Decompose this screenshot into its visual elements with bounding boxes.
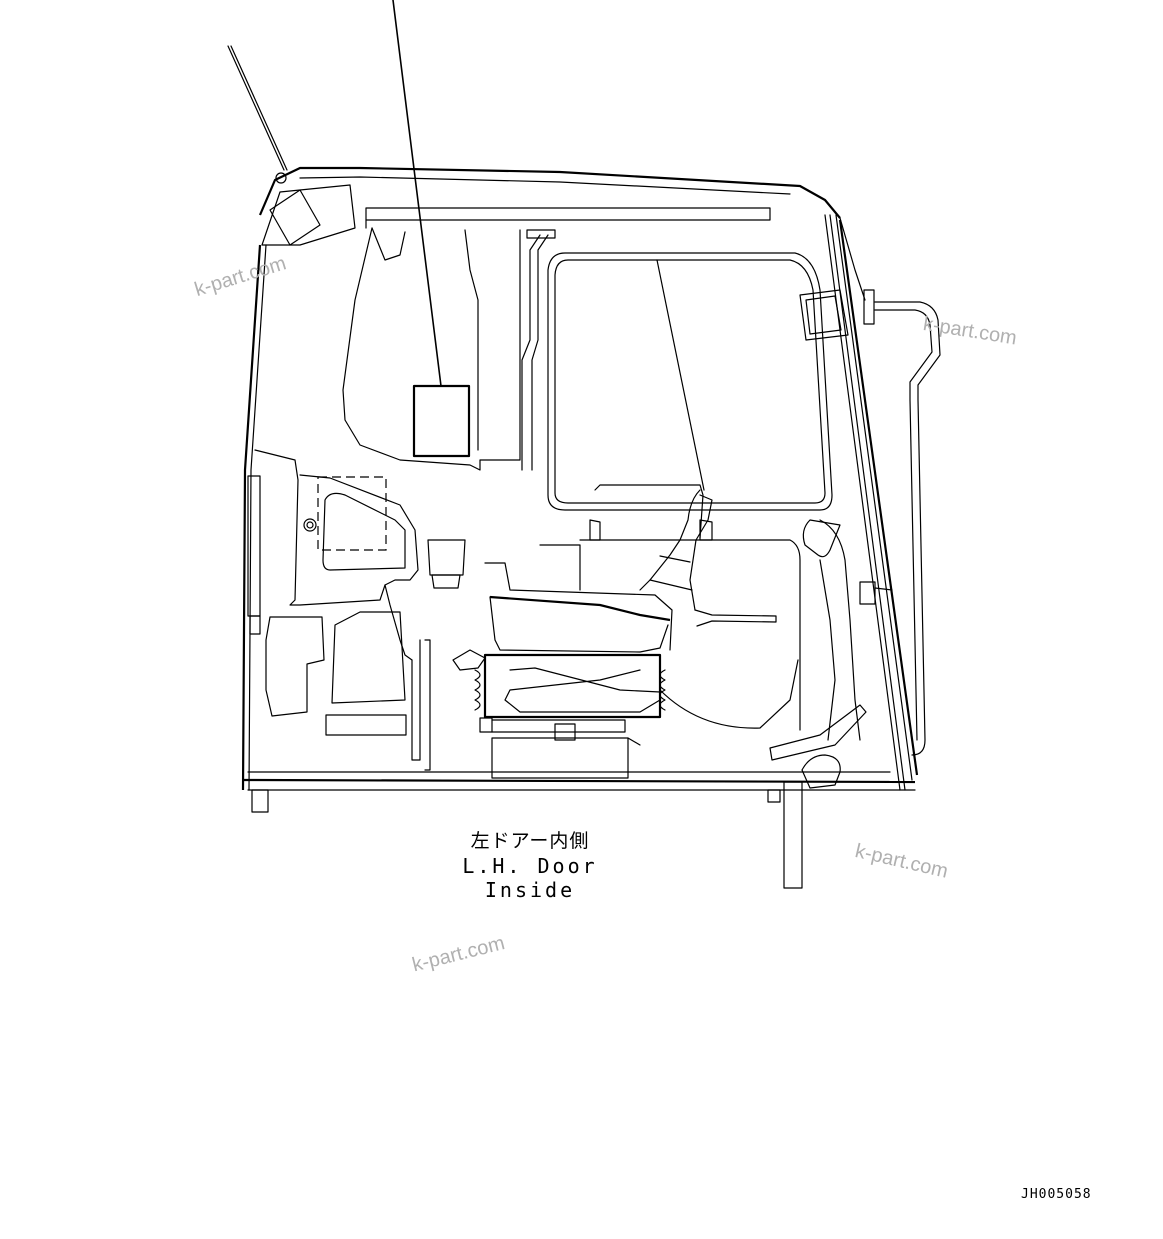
antenna <box>227 45 288 184</box>
drawing-number: JH005058 <box>1021 1187 1092 1202</box>
left-console <box>247 449 466 771</box>
seat-suspension <box>452 649 666 779</box>
inner-handrail <box>799 289 849 341</box>
cab-frame <box>241 166 919 889</box>
leader-line <box>392 0 442 387</box>
grab-handrail <box>863 289 941 756</box>
caption-english: L.H. Door Inside <box>462 854 598 902</box>
slide-rail-bracket <box>801 581 893 789</box>
door-window <box>521 229 833 511</box>
label-position-box <box>412 384 471 458</box>
operator-seat <box>484 484 867 761</box>
inner-panel <box>342 227 521 471</box>
caption-japanese: 左ドアー内側 <box>470 830 590 852</box>
